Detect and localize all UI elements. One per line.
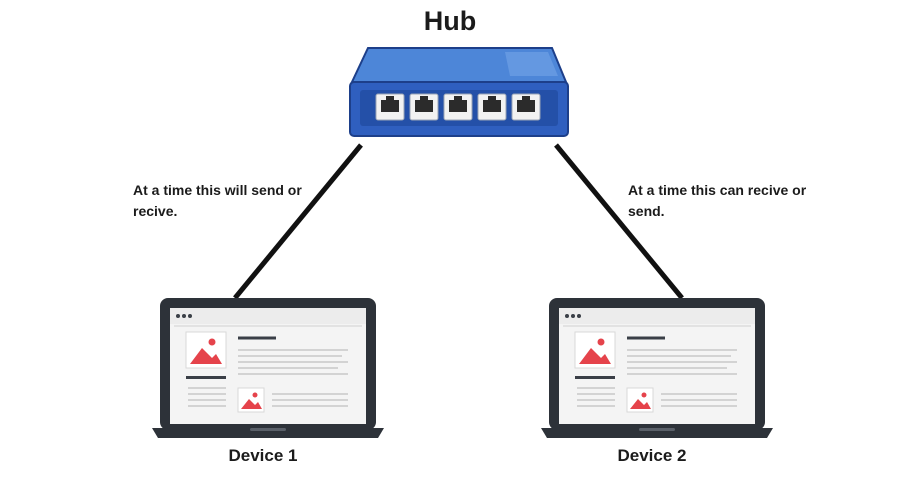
- cable-left: [233, 143, 363, 300]
- port-icon: [443, 93, 473, 121]
- hub-ports: [375, 93, 541, 121]
- port-icon: [375, 93, 405, 121]
- port-icon: [409, 93, 439, 121]
- port-icon: [511, 93, 541, 121]
- image-icon: [626, 387, 654, 413]
- device-2-label: Device 2: [617, 446, 687, 465]
- laptop-icon: [541, 298, 773, 438]
- hub-icon: [349, 47, 569, 137]
- port-icon: [477, 93, 507, 121]
- cable-right: [554, 143, 684, 300]
- image-icon: [237, 387, 265, 413]
- hub-title: Hub: [423, 6, 477, 36]
- device-1-label: Device 1: [228, 446, 298, 465]
- laptop-icon: [152, 298, 384, 438]
- note-right: At a time this can recive or send.: [628, 182, 807, 219]
- note-left: At a time this will send or recive.: [133, 182, 302, 219]
- image-icon: [574, 331, 616, 369]
- image-icon: [185, 331, 227, 369]
